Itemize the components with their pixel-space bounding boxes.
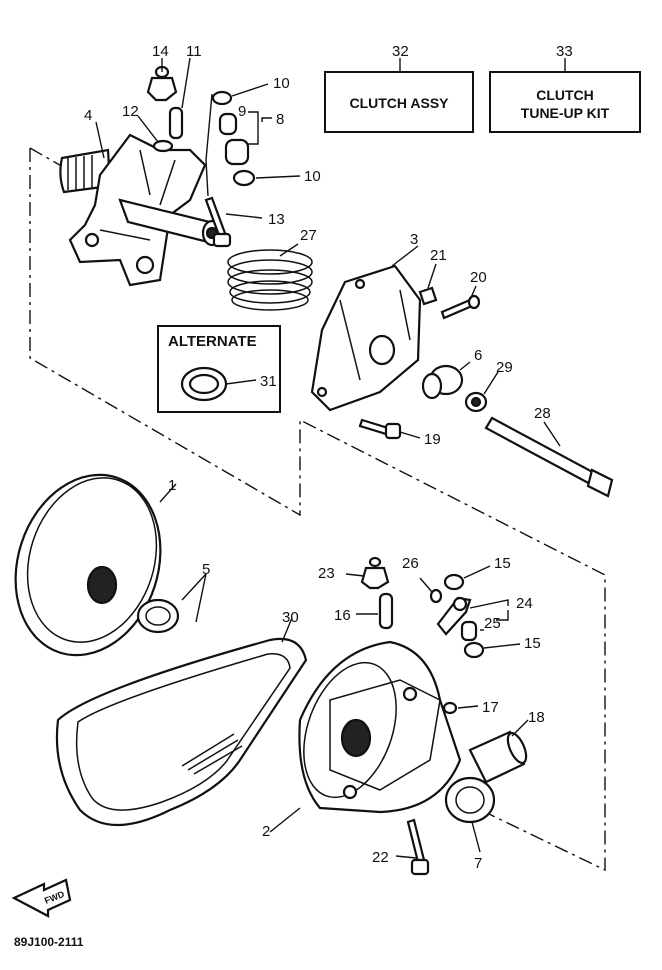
part-17-bolt xyxy=(442,701,479,715)
part-1-sheave-disk xyxy=(14,473,177,657)
callout-9: 9 xyxy=(238,103,246,120)
part-25-roller xyxy=(460,610,509,642)
clutch-tuneup-kit-box: CLUTCH TUNE-UP KIT xyxy=(489,58,641,133)
part-22-bolt xyxy=(395,818,430,876)
part-13-bolt xyxy=(204,196,232,248)
clutch-assy-box: CLUTCH ASSY xyxy=(324,58,474,133)
part-5-bushing xyxy=(136,573,207,634)
callout-14: 14 xyxy=(152,43,169,60)
callout-15-upper: 15 xyxy=(494,555,511,572)
callout-numbers: 14 11 10 9 8 12 4 10 13 27 3 21 20 6 29 … xyxy=(84,43,573,872)
callout-12: 12 xyxy=(122,103,139,120)
callout-21: 21 xyxy=(430,247,447,264)
callout-32: 32 xyxy=(392,43,409,60)
leader-lines-upper xyxy=(95,57,561,447)
callout-25: 25 xyxy=(484,615,501,632)
part-6-bushing xyxy=(421,364,464,400)
callout-10-upper: 10 xyxy=(273,75,290,92)
callout-4: 4 xyxy=(84,107,92,124)
callout-29: 29 xyxy=(496,359,513,376)
callout-7: 7 xyxy=(474,855,482,872)
part-4-fixed-sheave xyxy=(59,133,223,287)
callout-17: 17 xyxy=(482,699,499,716)
part-24-weight-arm xyxy=(436,596,509,636)
part-26-spring-pin xyxy=(419,577,443,604)
callout-5: 5 xyxy=(202,561,210,578)
callout-19: 19 xyxy=(424,431,441,448)
part-15-washer-lower xyxy=(463,641,521,659)
alternate-label: ALTERNATE xyxy=(168,333,257,350)
callout-2: 2 xyxy=(262,823,270,840)
callout-26: 26 xyxy=(402,555,419,572)
callout-28: 28 xyxy=(534,405,551,422)
callout-15-lower: 15 xyxy=(524,635,541,652)
callout-11: 11 xyxy=(186,43,202,60)
callout-1: 1 xyxy=(168,477,176,494)
callout-30: 30 xyxy=(282,609,299,626)
part-20-bolt xyxy=(440,294,481,320)
tuneup-label-line1: CLUTCH xyxy=(536,87,594,103)
callout-8: 8 xyxy=(276,111,284,128)
part-11-pin xyxy=(168,106,184,140)
callout-18: 18 xyxy=(528,709,545,726)
tuneup-label-line2: TUNE-UP KIT xyxy=(521,105,610,121)
callout-27: 27 xyxy=(300,227,317,244)
part-16-pin xyxy=(356,592,394,630)
callout-33: 33 xyxy=(556,43,573,60)
callout-24: 24 xyxy=(516,595,533,612)
part-18-bushing xyxy=(468,719,529,784)
part-28-long-bolt xyxy=(484,416,614,498)
part-3-cover xyxy=(310,264,422,412)
part-12-bushing xyxy=(152,139,174,153)
part-2-sheave-housing xyxy=(269,640,462,833)
callout-31: 31 xyxy=(260,373,277,390)
fwd-arrow-icon: FWD xyxy=(11,878,72,918)
part-29-washer xyxy=(464,391,488,413)
callout-13: 13 xyxy=(268,211,285,228)
part-19-bolt xyxy=(358,418,402,440)
clutch-assy-label: CLUTCH ASSY xyxy=(349,95,449,111)
part-21-nut xyxy=(418,286,438,306)
part-27-spring xyxy=(227,249,313,311)
callout-10-lower: 10 xyxy=(304,168,321,185)
callout-20: 20 xyxy=(470,269,487,286)
callout-6: 6 xyxy=(474,347,482,364)
part-8-roller-set xyxy=(211,90,256,187)
part-30-drive-belt xyxy=(55,617,308,826)
alternate-box: ALTERNATE xyxy=(157,325,281,413)
diagram-code: 89J100-2111 xyxy=(14,935,84,949)
assembly-boundary-lines xyxy=(29,147,606,872)
part-15-washer-upper xyxy=(443,565,491,591)
callout-3: 3 xyxy=(410,231,418,248)
part-7-collar xyxy=(444,776,496,853)
callout-23: 23 xyxy=(318,565,335,582)
callout-22: 22 xyxy=(372,849,389,866)
part-23-nut xyxy=(345,556,390,590)
callout-16: 16 xyxy=(334,607,351,624)
